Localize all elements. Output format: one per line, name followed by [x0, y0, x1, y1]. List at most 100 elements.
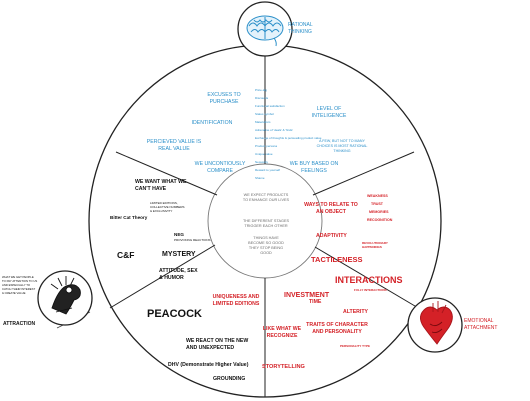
center-line-4: TRIGGER EACH OTHER	[244, 224, 288, 228]
center-line-2: TO ENHANCE OUR LIVES	[243, 198, 290, 202]
grounding: GROUNDING	[213, 376, 245, 382]
feathered-figure-icon	[50, 276, 81, 315]
divider-upper-left	[115, 151, 218, 196]
attraction-note-line-3: AND ESPECIALLY TO	[2, 283, 31, 287]
rational-list-item: Functional satisfaction	[255, 104, 285, 108]
cf: C&F	[117, 250, 134, 260]
traits-line-1: TRAITS OF CHARACTER	[306, 322, 368, 328]
limited-line-2: COLLECTIVE NUMBERS	[150, 205, 185, 209]
alterity: ALTERITY	[343, 309, 369, 315]
rational-list-item: Status symbol	[255, 112, 274, 116]
neg-subtitle: PROVOKING REACTIONS	[174, 238, 211, 242]
adaptivity: ADAPTIVITY	[316, 233, 347, 239]
peacock: PEACOCK	[147, 308, 202, 320]
a-few-line-1: A FEW, BUT NOT TO MANY	[319, 139, 365, 143]
weakness: WEAKNESS	[367, 194, 388, 198]
ways-line-1: WAYS TO RELATE TO	[304, 202, 358, 208]
emotional-pole: EMOTIONAL ATTACHMENT	[407, 297, 497, 353]
center-line-8: GOOD	[260, 251, 272, 255]
want-line-2: CAN'T HAVE	[135, 186, 167, 192]
center-text: WE EXPECT PRODUCTS TO ENHANCE OUR LIVES …	[243, 193, 290, 255]
center-line-7: THEY STOP BEING	[249, 246, 283, 250]
excuses-line-1: EXCUSES TO	[207, 92, 240, 98]
time: TIME	[309, 299, 322, 305]
center-line-1: WE EXPECT PRODUCTS	[244, 193, 289, 197]
perceived-line-2: REAL VALUE	[158, 146, 190, 152]
rational-list-item: Product persona	[255, 144, 277, 148]
limited-line-3: & EXCLUSIVITY	[150, 209, 172, 213]
attraction-note-line-5: & CREATE VALUE	[2, 291, 26, 295]
attraction-note-line-1: WHAT WE GET PEOPLE	[2, 275, 34, 279]
attitude-line-1: ATTITUDE, SEX	[159, 268, 198, 274]
dhv: DHV (Demonstrate Higher Value)	[168, 362, 249, 368]
center-line-6: BECOME SO GOOD	[248, 241, 284, 245]
tactileness: TACTILENESS	[311, 255, 363, 264]
identification: IDENTIFICATION	[192, 120, 233, 126]
rational-list-item: Exchange of thoughts & persuading produc…	[255, 136, 322, 140]
emotional-sector: WEAKNESS TRUST MEMORIES RECOGNITION WAYS…	[213, 194, 403, 370]
memories: MEMORIES	[369, 210, 389, 214]
revolutionary-line-1: REVOLUTIONARY	[362, 241, 388, 245]
rational-list-item: Adrenaline of 'deals' & 'finds'	[255, 128, 293, 132]
rational-list-item: Materialism	[255, 120, 271, 124]
compare-line-1: WE UNCONTIOUSLY	[195, 161, 246, 167]
emotional-label-line-2: ATTACHMENT	[464, 325, 497, 331]
revolutionary-line-2: HAPPENINGS	[362, 245, 382, 249]
personality-type: PERSONALITY TYPE	[340, 344, 370, 348]
uniqueness-line-1: UNIQUENESS AND	[213, 294, 260, 300]
traits-line-2: AND PERSONALITY	[312, 329, 362, 335]
a-few-line-3: THINKING	[333, 149, 350, 153]
divider-lower-left	[109, 244, 216, 309]
feelings-line-1: WE BUY BASED ON	[290, 161, 339, 167]
level-line-1: LEVEL OF	[317, 106, 342, 112]
anatomical-heart-icon	[420, 301, 453, 345]
rational-sector: EXCUSES TO PURCHASE IDENTIFICATION PERCI…	[147, 92, 368, 174]
rational-list: Price-tag Discounts Functional satisfact…	[255, 88, 322, 180]
rational-list-item: Unique value	[255, 152, 273, 156]
investment: INVESTMENT	[284, 292, 330, 299]
a-few-line-2: CHOICES IS MOST RATIONAL	[317, 144, 368, 148]
attraction-label: ATTRACTION	[3, 321, 36, 327]
neg: NEG	[174, 232, 184, 237]
rational-pole: RATIONAL THINKING	[237, 1, 313, 57]
feelings-line-2: FEELINGS	[301, 168, 327, 174]
want-line-1: WE WANT WHAT WE	[135, 179, 187, 185]
recognition: RECOGNITION	[367, 218, 393, 222]
interactions: INTERACTIONS	[335, 275, 403, 285]
limited-line-1: LIMITED EDITIONS,	[150, 201, 178, 205]
ways-line-2: AN OBJECT	[316, 209, 347, 215]
rational-list-item: Reward to yourself	[255, 168, 280, 172]
rational-list-item: Necessity	[255, 160, 269, 164]
like-what-line-1: LIKE WHAT WE	[263, 326, 302, 332]
react-line-2: AND UNEXPECTED	[186, 345, 234, 351]
like-what-line-2: RECOGNIZE	[267, 333, 298, 339]
rational-list-item: Price-tag	[255, 88, 267, 92]
emotional-label-line-1: EMOTIONAL	[464, 318, 494, 324]
mystery: MYSTERY	[162, 251, 196, 258]
attraction-pole: WHAT WE GET PEOPLE TO PAY ATTENTION TO U…	[2, 270, 93, 327]
trust: TRUST	[371, 202, 384, 206]
compare-line-2: COMPARE	[207, 168, 233, 174]
bitter-cat-theory: Bitter Cat Theory	[110, 215, 148, 220]
fully-interactions: FULLY INTERACTIONS	[354, 288, 387, 292]
excuses-line-2: PURCHASE	[210, 99, 239, 105]
center-line-5: THINGS HAVE	[253, 236, 279, 240]
uniqueness-line-2: LIMITED EDITIONS	[213, 301, 260, 307]
divider-upper-right	[312, 151, 415, 196]
rational-list-item: Shame	[255, 176, 265, 180]
attitude-line-2: & HUMOR	[159, 275, 184, 281]
attraction-sector: WE WANT WHAT WE CAN'T HAVE LIMITED EDITI…	[110, 179, 249, 382]
level-line-2: INTELIGENCE	[312, 113, 347, 119]
rational-label-line-2: THINKING	[288, 29, 312, 35]
center-line-3: THE DIFFERENT STAGES	[243, 219, 290, 223]
storytelling: STORYTELLING	[262, 364, 305, 370]
attraction-note-line-4: CATCH THEIR INTEREST	[2, 287, 35, 291]
brain-icon	[246, 15, 284, 47]
rational-list-item: Discounts	[255, 96, 269, 100]
rational-label-line-1: RATIONAL	[288, 22, 313, 28]
perceived-line-1: PERCIEVED VALUE IS	[147, 139, 202, 145]
attraction-note-line-2: TO PAY ATTENTION TO US	[2, 279, 37, 283]
react-line-1: WE REACT ON THE NEW	[186, 338, 248, 344]
divider-lower-right	[314, 246, 421, 310]
